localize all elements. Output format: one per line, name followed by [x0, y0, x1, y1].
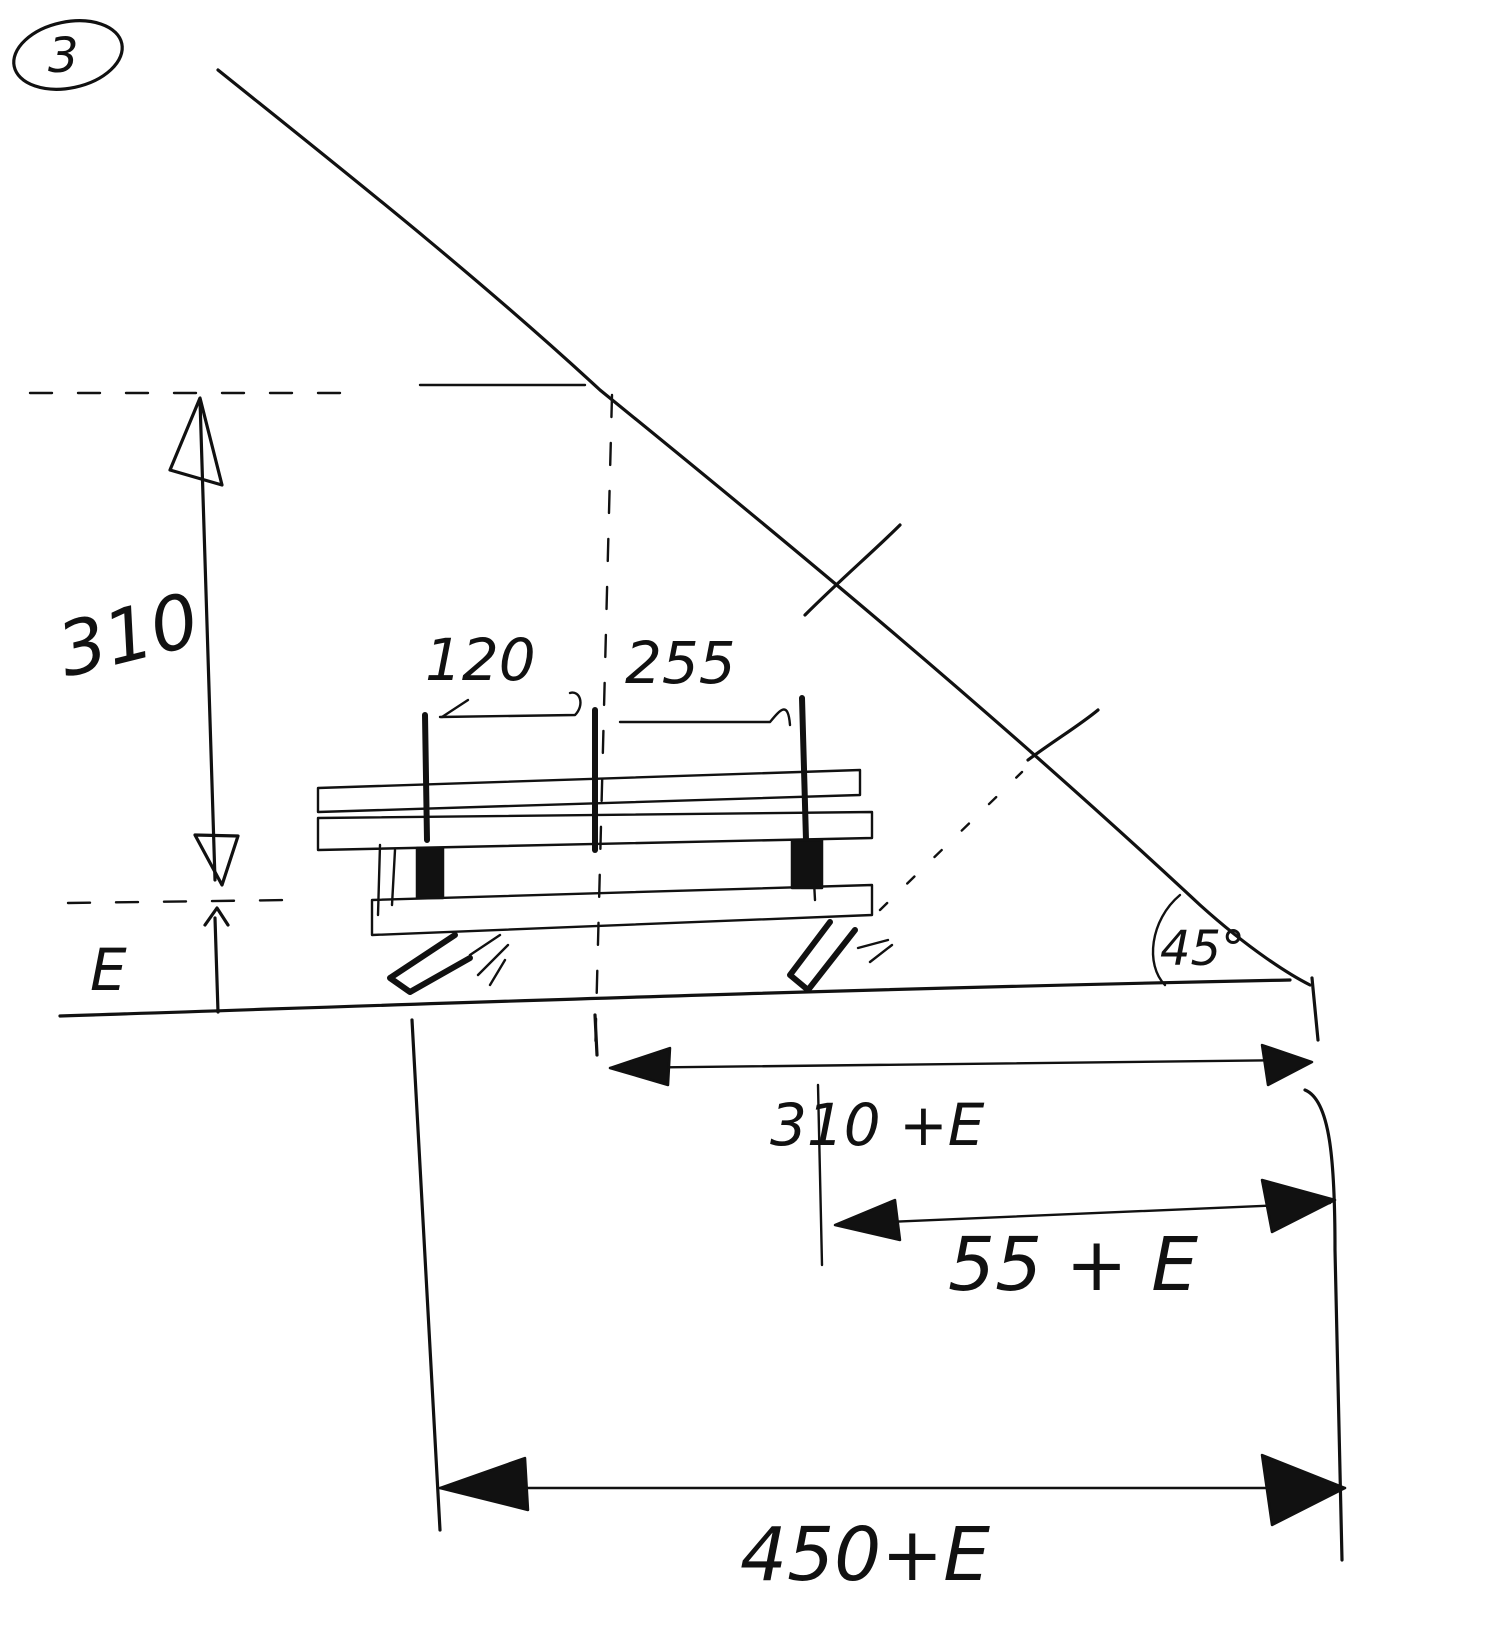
right-boundary-line	[1303, 1088, 1344, 1562]
rail-3	[370, 883, 874, 937]
dim-55-e-arrow-right-icon	[1260, 1178, 1337, 1234]
angle-arc	[1151, 893, 1182, 987]
dim-55-e-arrow-left-icon	[833, 1198, 902, 1242]
height-arrow-up-icon	[168, 396, 224, 487]
spacing-dimensions: 120 255	[425, 626, 792, 727]
dim-310-e-left-tick	[593, 1013, 599, 1057]
brace-hatch-right	[856, 938, 894, 964]
e-label: E	[90, 936, 127, 1004]
dim-310-e-line	[608, 1058, 1302, 1070]
e-dimension-line	[213, 916, 220, 1014]
lower-reference-dashed	[66, 898, 292, 905]
e-arrow-up-icon	[203, 906, 230, 927]
dim-310-e-label: 310 +E	[770, 1091, 985, 1159]
height-main-label: 310	[50, 577, 208, 695]
brace-left	[387, 932, 473, 995]
post-left	[422, 712, 430, 843]
angle-label: 45°	[1160, 921, 1245, 977]
post-right	[799, 695, 809, 843]
rail-2	[316, 810, 874, 852]
sheet-number-circle	[12, 19, 124, 91]
dim-55-e-left-tick	[816, 1083, 824, 1267]
right-end-tick	[1310, 976, 1320, 1042]
left-boundary-line	[410, 1018, 442, 1532]
sheet-number-label: 3	[48, 28, 79, 84]
dim-310-e-arrow-left-icon	[608, 1046, 672, 1087]
spacing-left-line	[438, 691, 582, 719]
roof-slope-line	[216, 68, 1312, 987]
dimension-310-e: 310 +E	[593, 1013, 1314, 1159]
spacing-left-arrow-icon	[440, 698, 470, 719]
dim-55-e-label: 55 + E	[948, 1222, 1198, 1308]
height-dimension: 310	[50, 396, 240, 887]
height-arrow-down-icon	[193, 833, 240, 887]
sheet-number: 3	[12, 19, 124, 91]
dimension-55-e: 55 + E	[816, 1083, 1337, 1308]
slope-tick-lower	[1026, 708, 1100, 762]
dotted-connector	[878, 770, 1024, 912]
braces	[387, 919, 894, 995]
dim-450-e-label: 450+E	[740, 1512, 990, 1598]
spacing-right-line	[618, 708, 792, 727]
rail-1	[316, 768, 862, 814]
post-left-block	[415, 846, 445, 900]
post-right-block	[790, 838, 824, 890]
spacing-right-label: 255	[625, 629, 736, 697]
posts	[415, 695, 824, 900]
ground-line	[58, 978, 1292, 1018]
angle-marker: 45°	[1151, 893, 1245, 987]
rail-bracket-left	[376, 843, 397, 917]
dim-450-e-arrow-right-icon	[1260, 1453, 1347, 1527]
vertical-dashed-line	[593, 393, 614, 1062]
e-dimension: E	[90, 906, 230, 1014]
spacing-left-label: 120	[425, 626, 536, 694]
dim-310-e-arrow-right-icon	[1260, 1043, 1314, 1087]
dimension-450-e: 450+E	[438, 1453, 1347, 1598]
brace-hatch-left	[468, 933, 510, 987]
dim-450-e-arrow-left-icon	[438, 1456, 530, 1512]
brace-right	[787, 919, 858, 993]
dim-55-e-line	[838, 1201, 1332, 1226]
slope-tick-upper	[803, 523, 902, 617]
